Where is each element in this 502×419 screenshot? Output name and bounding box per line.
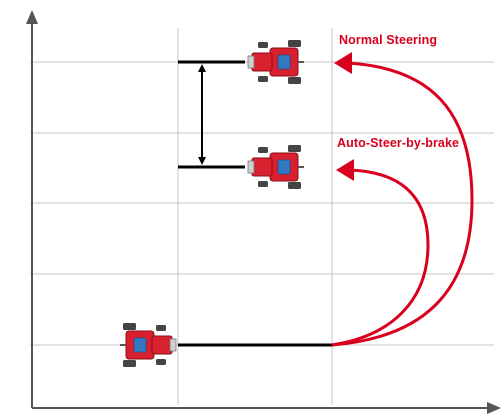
tractor-icon <box>247 144 305 190</box>
tractor-icon <box>247 39 305 85</box>
tractor-icon <box>119 322 177 368</box>
normal-steering-label: Normal Steering <box>339 33 438 47</box>
y-axis-arrow-icon <box>26 10 38 24</box>
auto-steer-label: Auto-Steer-by-brake <box>337 136 460 150</box>
normal-steering-curve <box>331 61 474 347</box>
turn-arrow-icon <box>334 52 352 74</box>
turn-arrow-icon <box>336 159 354 181</box>
turn-curves <box>331 61 474 347</box>
x-axis-arrow-icon <box>487 402 501 414</box>
axes <box>26 10 501 414</box>
travel-paths <box>178 60 332 347</box>
auto-steer-curve <box>331 168 430 347</box>
